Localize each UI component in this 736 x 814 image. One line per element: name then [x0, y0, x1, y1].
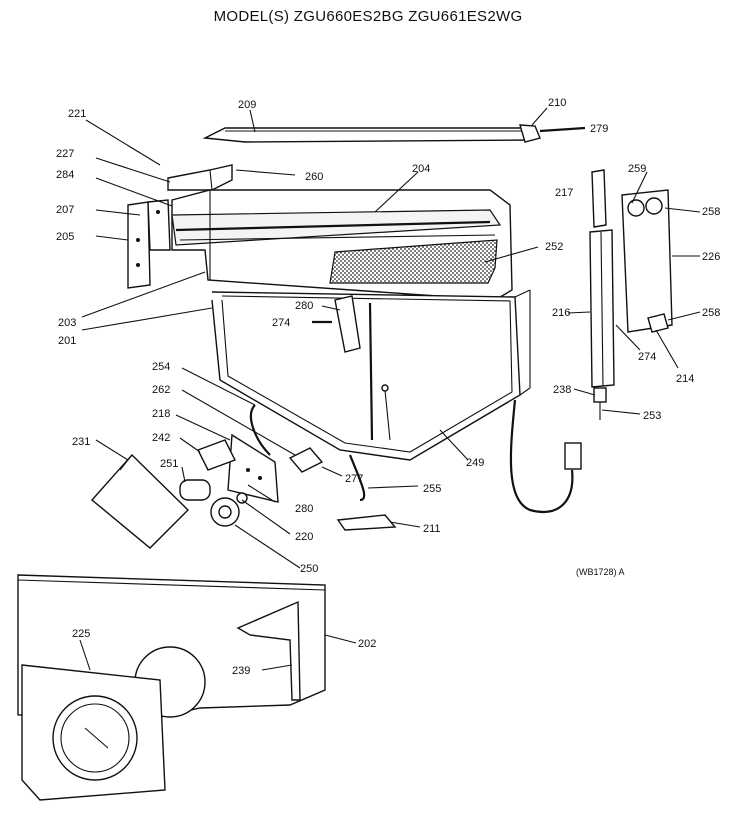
part-225-scroll — [21, 664, 166, 801]
callout-207: 207 — [56, 204, 74, 216]
part-217-clip — [591, 169, 607, 228]
callout-274a: 274 — [272, 317, 290, 329]
part-216-rail — [589, 229, 615, 388]
callout-203: 203 — [58, 317, 76, 329]
callout-220: 220 — [295, 531, 313, 543]
part-262-switch — [288, 447, 324, 473]
callout-238: 238 — [553, 384, 571, 396]
callout-217: 217 — [555, 187, 573, 199]
part-252-grease-filter — [329, 239, 498, 284]
inner-rod — [368, 302, 391, 441]
part-250-motor — [210, 492, 248, 527]
callout-258a: 258 — [702, 206, 720, 218]
part-279-screw — [539, 126, 586, 133]
callout-211: 211 — [423, 523, 441, 535]
callout-280a: 280 — [295, 300, 313, 312]
callout-201: 201 — [58, 335, 76, 347]
callout-252: 252 — [545, 241, 563, 253]
part-205-bracket — [127, 201, 151, 289]
part-238-switch — [593, 387, 607, 420]
part-254-wire — [249, 404, 271, 456]
callout-labels: 221 209 210 279 227 260 284 204 207 205 … — [56, 97, 720, 677]
callout-218: 218 — [152, 408, 170, 420]
callout-262: 262 — [152, 384, 170, 396]
callout-209: 209 — [238, 99, 256, 111]
callout-259: 259 — [628, 163, 646, 175]
part-251-capacitor — [179, 479, 211, 501]
callout-274b: 274 — [638, 351, 656, 363]
callout-205: 205 — [56, 231, 74, 243]
part-226-light-panel — [621, 189, 673, 333]
part-249-wire — [509, 399, 582, 513]
callout-253: 253 — [643, 410, 661, 422]
callout-225: 225 — [72, 628, 90, 640]
callout-251: 251 — [160, 458, 178, 470]
callout-231: 231 — [72, 436, 90, 448]
callout-260: 260 — [305, 171, 323, 183]
callout-214: 214 — [676, 373, 694, 385]
callout-258b: 258 — [702, 307, 720, 319]
callout-284: 284 — [56, 169, 74, 181]
callout-204: 204 — [412, 163, 430, 175]
callout-221: 221 — [68, 108, 86, 120]
callout-250: 250 — [300, 563, 318, 575]
leader-lines — [79, 107, 701, 671]
part-227-bracket — [167, 164, 233, 191]
part-218-bracket — [227, 433, 279, 503]
callout-216: 216 — [552, 307, 570, 319]
callout-227: 227 — [56, 148, 74, 160]
part-239-brace — [236, 600, 301, 701]
callout-202: 202 — [358, 638, 376, 650]
callout-255: 255 — [423, 483, 441, 495]
part-242-plate — [197, 439, 236, 471]
callout-239: 239 — [232, 665, 250, 677]
part-210-end-cap — [519, 124, 541, 143]
part-207-bracket — [147, 199, 171, 251]
callout-280b: 280 — [295, 503, 313, 515]
callout-210: 210 — [548, 97, 566, 109]
callout-226: 226 — [702, 251, 720, 263]
callout-254: 254 — [152, 361, 170, 373]
part-280-bracket — [334, 295, 361, 353]
callout-242: 242 — [152, 432, 170, 444]
callout-279: 279 — [590, 123, 608, 135]
part-201-frame — [211, 289, 531, 461]
callout-249: 249 — [466, 457, 484, 469]
part-211-plate — [336, 514, 397, 531]
part-255-wire — [348, 454, 366, 502]
diagram-title: MODEL(S) ZGU660ES2BG ZGU661ES2WG — [213, 8, 523, 25]
reference-code: (WB1728) A — [576, 567, 625, 577]
part-231-duct — [90, 453, 189, 549]
callout-277: 277 — [345, 473, 363, 485]
